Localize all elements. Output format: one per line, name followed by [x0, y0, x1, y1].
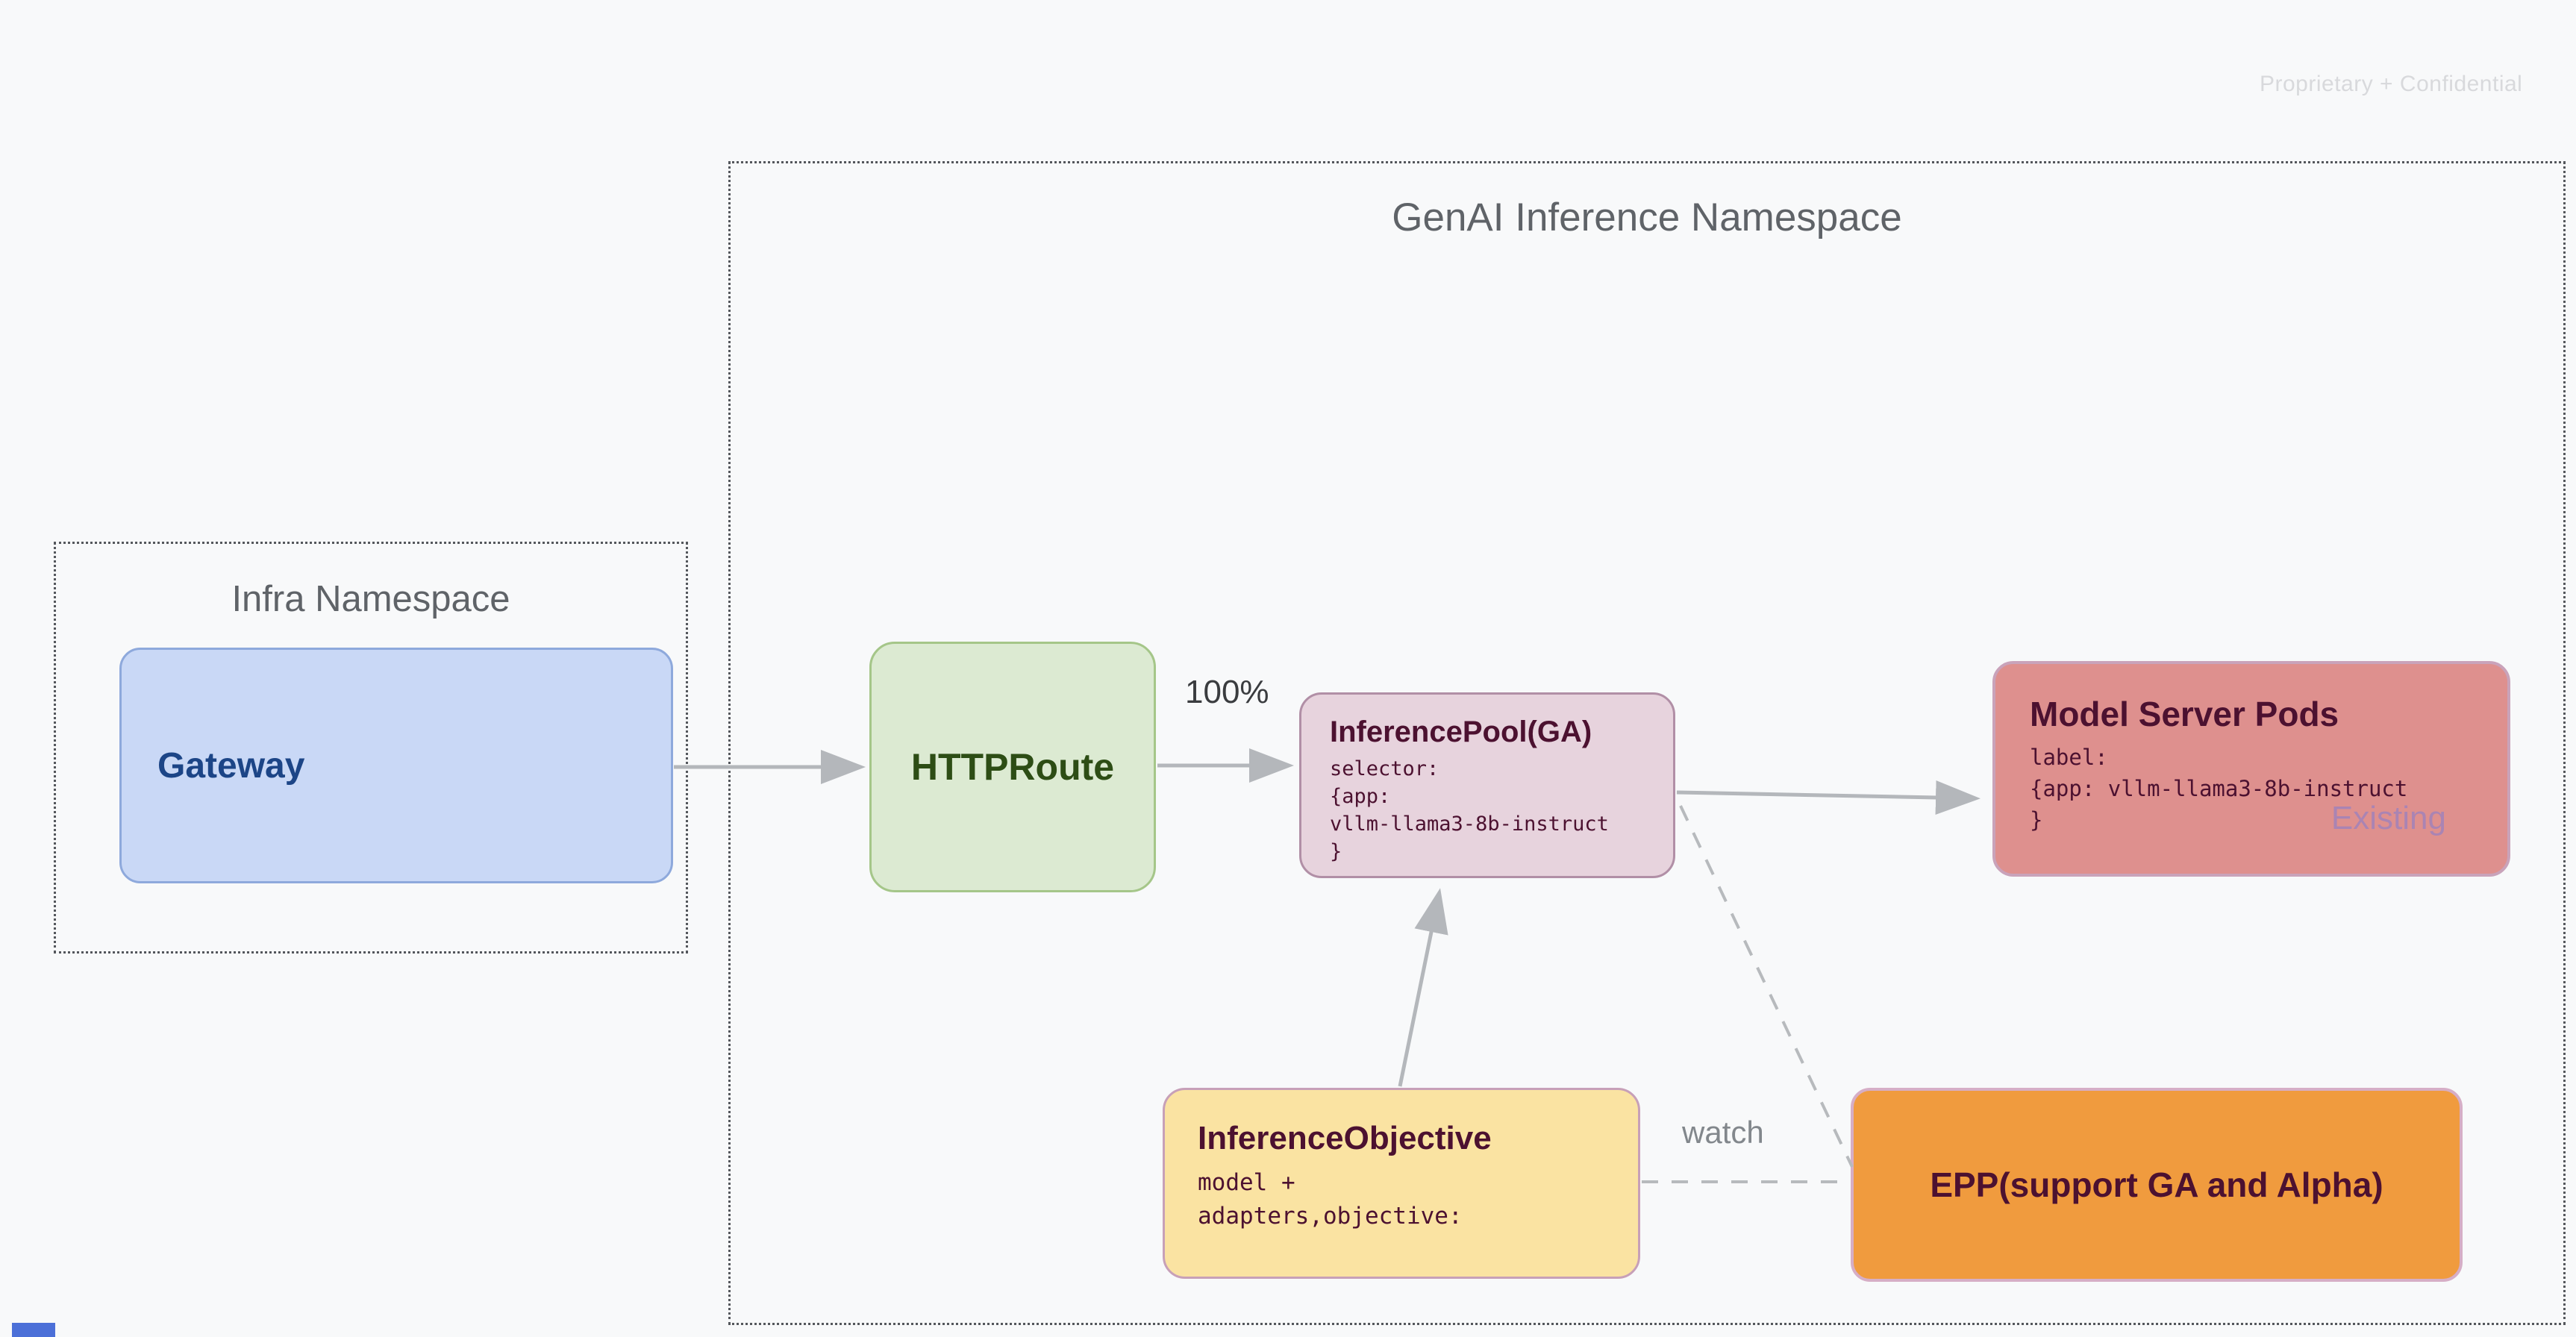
genai-namespace-title: GenAI Inference Namespace [1392, 195, 1902, 239]
genai-namespace-box: GenAI Inference Namespace [728, 161, 2566, 1325]
inference-pool-code-line: {app: [1330, 785, 1391, 808]
inference-objective-title: InferenceObjective [1198, 1120, 1492, 1156]
inference-pool-node: InferencePool(GA) selector: {app: vllm-l… [1299, 692, 1675, 878]
watermark-text: Proprietary + Confidential [2260, 72, 2523, 96]
model-server-pods-node: Model Server Pods label: {app: vllm-llam… [1992, 661, 2510, 877]
watch-label: watch [1682, 1115, 1764, 1150]
httproute-node: HTTPRoute [869, 642, 1156, 892]
inference-pool-code-line: selector: [1330, 757, 1439, 780]
inference-objective-node: InferenceObjective model + adapters,obje… [1163, 1088, 1640, 1279]
epp-node: EPP(support GA and Alpha) [1851, 1088, 2463, 1282]
inference-pool-title: InferencePool(GA) [1330, 716, 1592, 748]
inference-objective-code-line: model + [1198, 1169, 1295, 1196]
model-server-code-line: label: [2030, 745, 2108, 770]
model-server-pods-title: Model Server Pods [2030, 695, 2339, 733]
infra-namespace-title: Infra Namespace [231, 579, 510, 619]
traffic-percent-label: 100% [1185, 674, 1269, 710]
inference-pool-code-line: vllm-llama3-8b-instruct [1330, 812, 1609, 836]
infra-namespace-box: Infra Namespace [54, 542, 688, 954]
gateway-label: Gateway [157, 745, 305, 786]
existing-status-label: Existing [2330, 800, 2446, 836]
epp-label: EPP(support GA and Alpha) [1930, 1165, 2383, 1204]
model-server-code-line: } [2030, 807, 2043, 833]
httproute-label: HTTPRoute [910, 746, 1115, 788]
inference-objective-code-line: adapters,objective: [1198, 1203, 1463, 1230]
gateway-node: Gateway [119, 648, 673, 883]
model-server-code-line: {app: vllm-llama3-8b-instruct [2030, 776, 2408, 801]
slide-edge-marker [12, 1323, 55, 1337]
inference-pool-code-line: } [1330, 840, 1342, 863]
